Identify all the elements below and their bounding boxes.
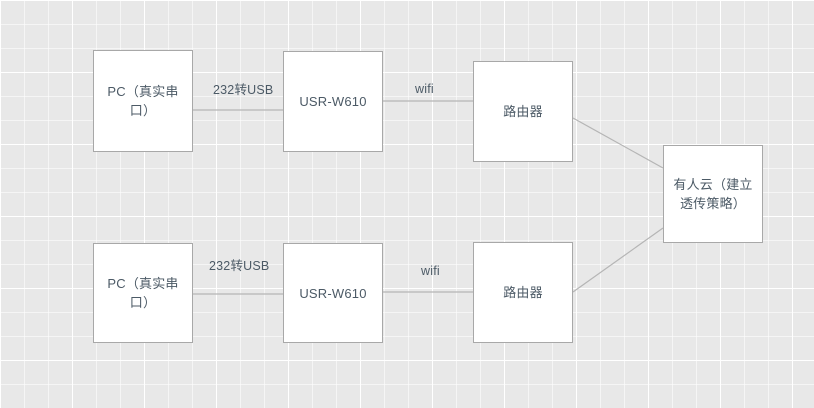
node-usr-top[interactable]: USR-W610 — [283, 51, 383, 152]
node-router-top[interactable]: 路由器 — [473, 61, 573, 162]
node-label-cloud: 有人云（建立透传策略） — [673, 177, 753, 211]
edge-label-label-wifi-top: wifi — [415, 82, 434, 96]
node-usr-bottom[interactable]: USR-W610 — [283, 243, 383, 343]
node-cloud[interactable]: 有人云（建立透传策略） — [663, 145, 763, 243]
node-pc-bottom[interactable]: PC（真实串口） — [93, 243, 193, 343]
node-router-bottom[interactable]: 路由器 — [473, 242, 573, 343]
node-label-usr-bottom: USR-W610 — [299, 285, 367, 301]
node-label-router-top: 路由器 — [503, 104, 543, 119]
connector-router-top-to-cloud — [572, 117, 664, 169]
node-label-router-bottom: 路由器 — [503, 285, 543, 300]
edge-label-label-232-usb-top: 232转USB — [213, 83, 274, 97]
node-label-pc-top: PC（真实串口） — [107, 84, 179, 118]
node-pc-top[interactable]: PC（真实串口） — [93, 50, 193, 152]
node-label-usr-top: USR-W610 — [299, 94, 367, 109]
connector-router-bottom-to-cloud — [572, 227, 664, 293]
edge-label-label-232-usb-bottom: 232转USB — [209, 259, 270, 273]
node-label-pc-bottom: PC（真实串口） — [107, 276, 179, 310]
edge-label-label-wifi-bottom: wifi — [421, 264, 440, 278]
